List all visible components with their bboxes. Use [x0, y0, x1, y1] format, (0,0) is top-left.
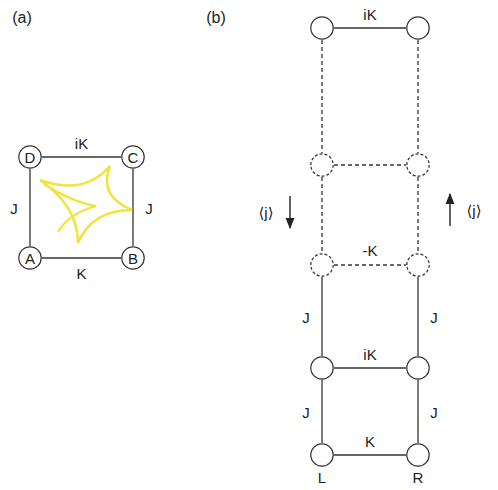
circle-outline	[310, 253, 334, 277]
site-circle	[310, 153, 334, 177]
coupling-label: J	[300, 308, 312, 325]
site-circle: D	[18, 145, 42, 169]
circle-outline	[406, 253, 430, 277]
yellow-orbit	[44, 184, 96, 232]
coupling-label: K	[363, 433, 377, 450]
circle-outline	[310, 356, 334, 380]
site-name: A	[25, 251, 35, 266]
site-circle	[310, 356, 334, 380]
bond-line	[42, 156, 121, 157]
coupling-label: J	[428, 403, 440, 420]
coupling-label: J	[143, 199, 155, 216]
coupling-label: K	[74, 265, 88, 282]
site-circle	[406, 253, 430, 277]
site-circle: B	[121, 246, 145, 270]
site-name: C	[128, 150, 139, 165]
bond-line	[334, 454, 406, 455]
coupling-label: iK	[361, 346, 378, 363]
coupling-label: J	[8, 199, 20, 216]
coupling-label: iK	[361, 6, 378, 23]
bond-line	[29, 169, 30, 246]
bond-line	[417, 380, 418, 443]
bond-line	[417, 40, 418, 153]
site-circle: C	[121, 145, 145, 169]
bond-line	[417, 177, 418, 253]
coupling-label: J	[300, 403, 312, 420]
site-name: R	[413, 470, 424, 485]
circle-outline	[406, 356, 430, 380]
current-arrow	[449, 194, 450, 226]
bond-line	[321, 40, 322, 153]
bond-line	[321, 277, 322, 356]
current-label: ⟨j⟩	[256, 204, 275, 221]
bond-line	[334, 264, 406, 265]
site-circle: L	[310, 443, 334, 467]
current-arrow	[289, 196, 290, 228]
bond-line	[321, 380, 322, 443]
site-circle: A	[18, 246, 42, 270]
site-circle	[406, 16, 430, 40]
bond-line	[42, 257, 121, 258]
site-circle	[310, 253, 334, 277]
bond-line	[132, 169, 133, 246]
site-name: B	[128, 251, 138, 266]
panel-label: (b)	[204, 9, 228, 27]
bond-line	[321, 177, 322, 253]
yellow-orbit	[40, 166, 132, 243]
site-name: D	[25, 150, 36, 165]
bond-line	[334, 27, 406, 28]
circle-outline	[406, 16, 430, 40]
site-circle	[310, 16, 334, 40]
site-circle	[406, 153, 430, 177]
current-label: ⟨j⟩	[464, 202, 483, 219]
circle-outline	[310, 16, 334, 40]
site-circle	[406, 356, 430, 380]
coupling-label: -K	[361, 242, 380, 259]
site-name: L	[318, 470, 326, 485]
circle-outline	[310, 443, 334, 467]
circle-outline	[310, 153, 334, 177]
bond-line	[334, 164, 406, 165]
coupling-label: iK	[73, 135, 90, 152]
bond-line	[334, 367, 406, 368]
site-circle: R	[406, 443, 430, 467]
circle-outline	[406, 443, 430, 467]
bond-line	[417, 277, 418, 356]
panel-label: (a)	[10, 9, 34, 27]
circle-outline	[406, 153, 430, 177]
coupling-label: J	[428, 308, 440, 325]
